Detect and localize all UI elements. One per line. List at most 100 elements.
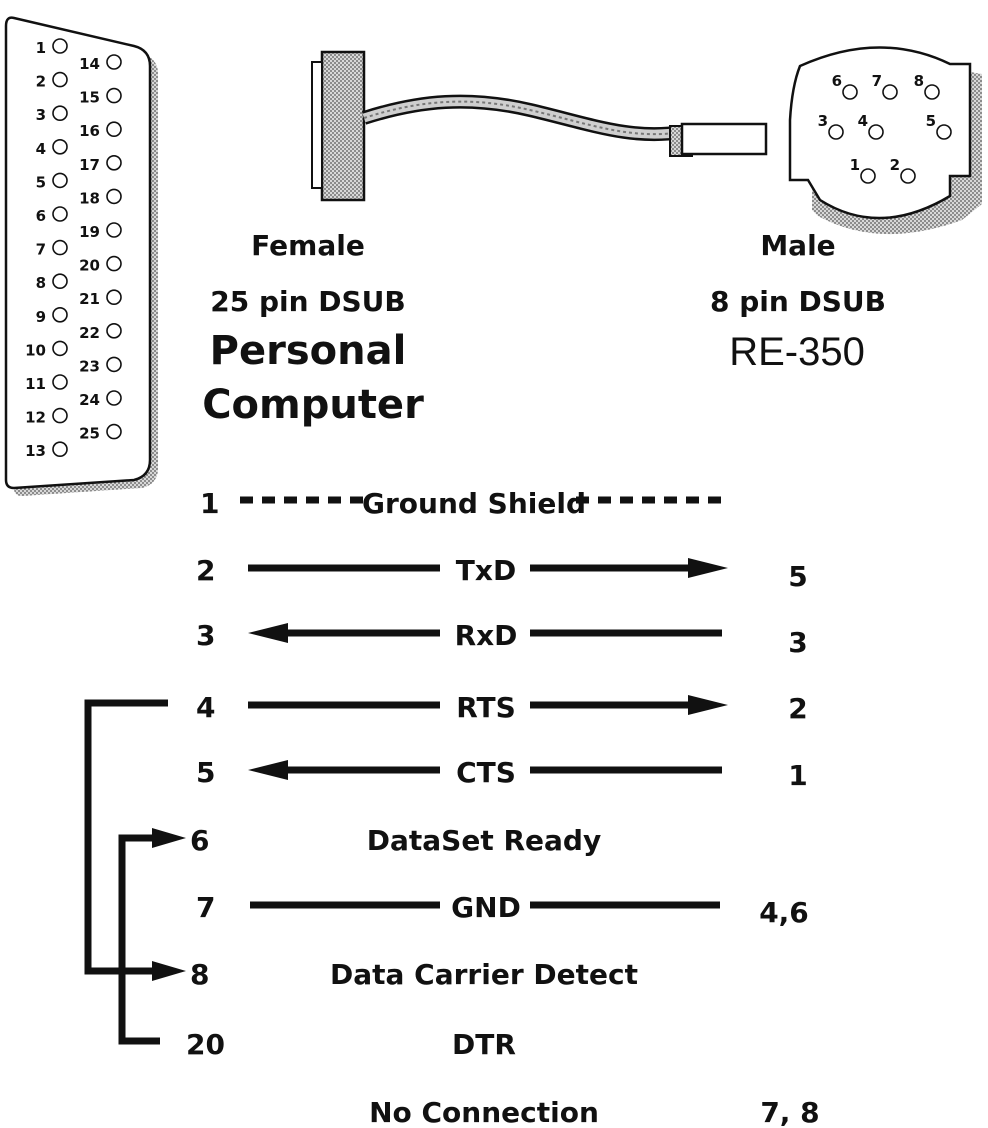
female-pin-hole <box>106 289 122 306</box>
row-left-pin: 7 <box>196 891 215 924</box>
female-pin-label: 11 <box>25 375 46 393</box>
row-right-pin: 7, 8 <box>760 1096 819 1128</box>
female-pin-label: 18 <box>79 189 100 207</box>
female-pin-hole <box>52 441 68 458</box>
row-signal: CTS <box>456 756 516 789</box>
rts-arrowhead <box>688 695 728 715</box>
male-pin-label: 6 <box>832 72 842 90</box>
male-pin-hole <box>882 84 898 100</box>
row-signal: Ground Shield <box>362 487 586 520</box>
female-pin-label: 1 <box>36 39 46 57</box>
row-signal: No Connection <box>369 1096 599 1128</box>
female-pin-hole <box>106 188 122 205</box>
cable-illustration <box>311 50 768 202</box>
female-pin-label: 12 <box>25 409 46 427</box>
male-pin-hole <box>828 124 844 140</box>
female-pin-hole <box>52 306 68 323</box>
female-pin-hole <box>106 322 122 339</box>
row-right-pin: 3 <box>788 626 807 659</box>
loopback-dsr-arrowhead <box>152 828 186 848</box>
male-pin-label: 7 <box>872 72 882 90</box>
row-signal: DTR <box>452 1028 516 1061</box>
female-pin-label: 14 <box>79 55 100 73</box>
row-left-pin: 20 <box>186 1028 225 1061</box>
female-pin-hole <box>106 255 122 272</box>
male-pin-label: 5 <box>926 112 936 130</box>
female-pin-label: 21 <box>79 290 100 308</box>
female-pin-label: 4 <box>36 140 46 158</box>
female-pin-label: 13 <box>25 442 46 460</box>
row-signal: DataSet Ready <box>367 824 601 857</box>
male-pin-hole <box>868 124 884 140</box>
row-signal: GND <box>451 891 521 924</box>
female-label: Female <box>251 229 365 262</box>
female-pin-hole <box>106 356 122 373</box>
male-pin-label: 1 <box>850 156 860 174</box>
female-pin-label: 16 <box>79 122 100 140</box>
female-pin-hole <box>52 407 68 424</box>
male-pin-group: 6 7 8 3 4 5 1 2 <box>818 72 952 184</box>
row-signal: TxD <box>456 554 516 587</box>
row-right-pin: 2 <box>788 692 807 725</box>
male-pin-hole <box>860 168 876 184</box>
loopback-dtr-to-dsr <box>118 834 160 1045</box>
row-left-pin: 5 <box>196 756 215 789</box>
row-left-pin: 2 <box>196 554 215 587</box>
male-pin-hole <box>936 124 952 140</box>
pc-label-line1: Personal <box>210 328 407 374</box>
female-pin-hole <box>106 155 122 171</box>
female-pin-label: 8 <box>36 274 46 292</box>
female-pin-label: 19 <box>79 223 100 241</box>
female-pin-label: 22 <box>79 324 100 342</box>
male-pin-hole <box>842 84 858 100</box>
female-pin-hole <box>52 374 68 390</box>
female-pin-hole <box>106 423 122 440</box>
female-pin-label: 20 <box>79 257 100 275</box>
male-pin-hole <box>924 84 940 100</box>
female-pin-hole <box>52 139 68 155</box>
female-pin-hole <box>106 54 122 70</box>
female-pin-group: 1234567891011121314151617181920212223242… <box>25 38 122 460</box>
row-signal: RTS <box>456 691 516 724</box>
female-pin-hole <box>52 105 68 121</box>
female-type-label: 25 pin DSUB <box>210 285 406 318</box>
male-label: Male <box>760 229 835 262</box>
male-8pin-connector: 6 7 8 3 4 5 1 2 <box>788 46 982 235</box>
female-pin-label: 7 <box>36 241 46 259</box>
male-pin-label: 2 <box>890 156 900 174</box>
row-left-pin: 4 <box>196 691 215 724</box>
male-pin-label: 8 <box>914 72 924 90</box>
female-pin-label: 2 <box>36 73 46 91</box>
female-pin-hole <box>52 273 68 290</box>
male-pin-hole <box>900 168 916 184</box>
female-pin-label: 3 <box>36 106 46 124</box>
female-pin-label: 24 <box>79 391 100 409</box>
female-pin-hole <box>52 38 68 54</box>
female-pin-label: 6 <box>36 207 46 225</box>
female-pin-hole <box>106 87 122 104</box>
pc-label-line2: Computer <box>202 382 424 428</box>
female-pin-hole <box>52 206 68 222</box>
female-pin-hole <box>52 172 68 189</box>
row-left-pin: 8 <box>190 958 209 991</box>
wiring-table: 1 Ground Shield 2 TxD 5 3 RxD 3 4 RTS 2 … <box>186 487 820 1128</box>
device-label: RE-350 <box>729 330 865 374</box>
cts-arrowhead <box>248 760 288 780</box>
male-pin-label: 4 <box>858 112 868 130</box>
wiring-lines <box>84 496 728 1045</box>
female-pin-label: 23 <box>79 357 100 375</box>
female-pin-hole <box>106 222 122 238</box>
female-pin-label: 9 <box>36 308 46 326</box>
female-pin-hole <box>52 239 68 256</box>
row-signal: Data Carrier Detect <box>330 958 638 991</box>
row-left-pin: 1 <box>200 487 219 520</box>
loopback-dcd-arrowhead <box>152 961 186 981</box>
female-pin-hole <box>106 121 122 137</box>
female-pin-hole <box>52 340 68 357</box>
row-right-pin: 1 <box>788 759 807 792</box>
female-pin-label: 5 <box>36 173 46 191</box>
male-pin-label: 3 <box>818 112 828 130</box>
female-25pin-connector: 1234567891011121314151617181920212223242… <box>4 16 158 497</box>
txd-arrowhead <box>688 558 728 578</box>
